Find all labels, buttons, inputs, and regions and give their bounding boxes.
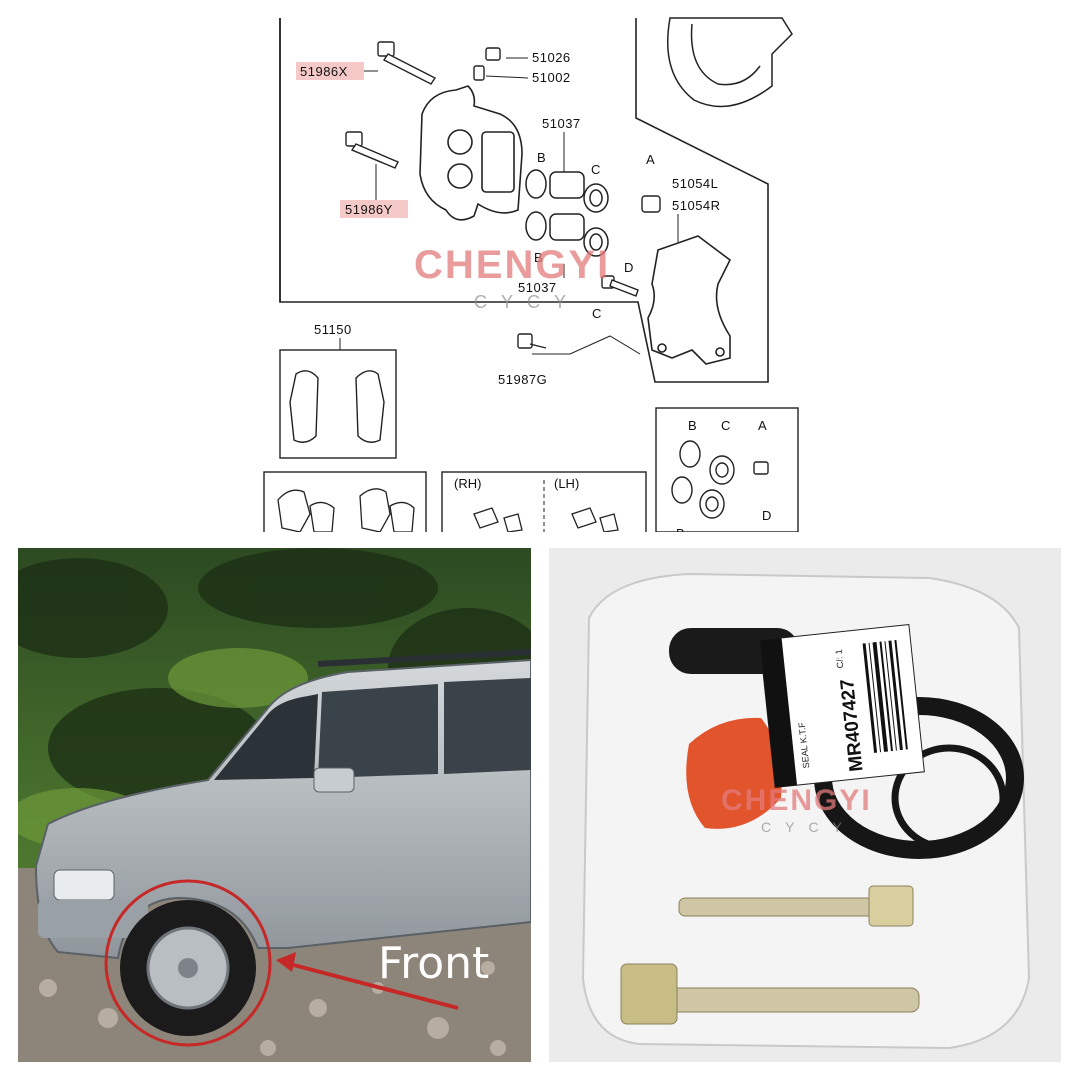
front-wheel	[120, 900, 256, 1036]
side-label-lh: (LH)	[554, 476, 579, 491]
part-51026: 51026	[532, 50, 571, 65]
highlight-51986x	[296, 62, 364, 80]
part-51150: 51150	[314, 322, 352, 337]
leader-lines	[339, 57, 679, 355]
part-51986y: 51986Y	[345, 202, 393, 217]
callout-a-box: A	[758, 418, 767, 433]
parts-diagram-svg: 51986X 51986Y 51026 51002 51037 51037 51…	[263, 17, 799, 532]
part-51002: 51002	[532, 70, 571, 85]
callout-b-box-bottom: B	[676, 526, 685, 532]
callout-b-mid: B	[534, 250, 543, 265]
callout-d-mid: D	[624, 260, 633, 275]
watermark-subtext: CYCY	[474, 292, 580, 312]
vehicle-photo: Front	[18, 548, 531, 1062]
grease-packet	[686, 717, 782, 829]
barcode-label: MR407427 C/: 1 SEAL K.T.F	[759, 624, 925, 788]
vehicle-photo-svg: Front	[18, 548, 531, 1062]
callout-c-box: C	[721, 418, 730, 433]
parts-diagram: 51986X 51986Y 51026 51002 51037 51037 51…	[260, 14, 820, 532]
seal-kit-parts	[671, 440, 769, 519]
callout-c-mid: C	[592, 306, 601, 321]
kit-watermark-subtext: CYCY	[761, 819, 856, 835]
front-arrow	[276, 952, 459, 1010]
repair-kit-photo: MR407427 C/: 1 SEAL K.T.F CHENGYI CYCY	[549, 548, 1061, 1062]
quantity-label: C/: 1	[833, 649, 845, 669]
side-label-rh: (RH)	[454, 476, 481, 491]
callout-a-top: A	[646, 152, 655, 167]
callout-b-top: B	[537, 150, 546, 165]
part-51037-top: 51037	[542, 116, 581, 131]
seal-label: SEAL K.T.F	[797, 721, 812, 768]
guide-pin-51986x	[377, 41, 437, 85]
bleeder-screw	[473, 47, 501, 81]
clip-parts	[473, 507, 619, 532]
dust-shield	[667, 17, 793, 108]
guide-pins	[620, 885, 920, 1025]
mounting-bolt-51987g	[517, 333, 547, 349]
watermark-text: CHENGYI	[414, 243, 610, 287]
part-51054l: 51054L	[672, 176, 718, 191]
guide-pin-51986y	[345, 131, 399, 169]
dust-cap	[641, 195, 661, 213]
repair-kit-photo-svg: MR407427 C/: 1 SEAL K.T.F CHENGYI CYCY	[549, 548, 1061, 1062]
part-51054r: 51054R	[672, 198, 721, 213]
diagram-frame	[279, 18, 769, 383]
kit-watermark-text: CHENGYI	[721, 784, 872, 817]
pad-set-parts	[277, 488, 415, 532]
highlight-51986y	[340, 200, 408, 218]
caliper-body	[419, 85, 523, 221]
front-label: Front	[378, 938, 489, 989]
part-51037-bottom: 51037	[518, 280, 557, 295]
callout-c-top: C	[591, 162, 600, 177]
brake-pads	[289, 370, 385, 443]
part-51987g: 51987G	[498, 372, 547, 387]
piston-seals	[525, 169, 609, 257]
slide-pin-d	[601, 275, 639, 297]
plastic-bag	[581, 572, 1031, 1050]
caliper-bracket	[647, 235, 732, 365]
callout-d-box: D	[762, 508, 771, 523]
front-wheel-highlight-circle	[104, 879, 272, 1047]
callout-b-box: B	[688, 418, 697, 433]
suv-vehicle	[34, 649, 531, 960]
part-51986x: 51986X	[300, 64, 348, 79]
